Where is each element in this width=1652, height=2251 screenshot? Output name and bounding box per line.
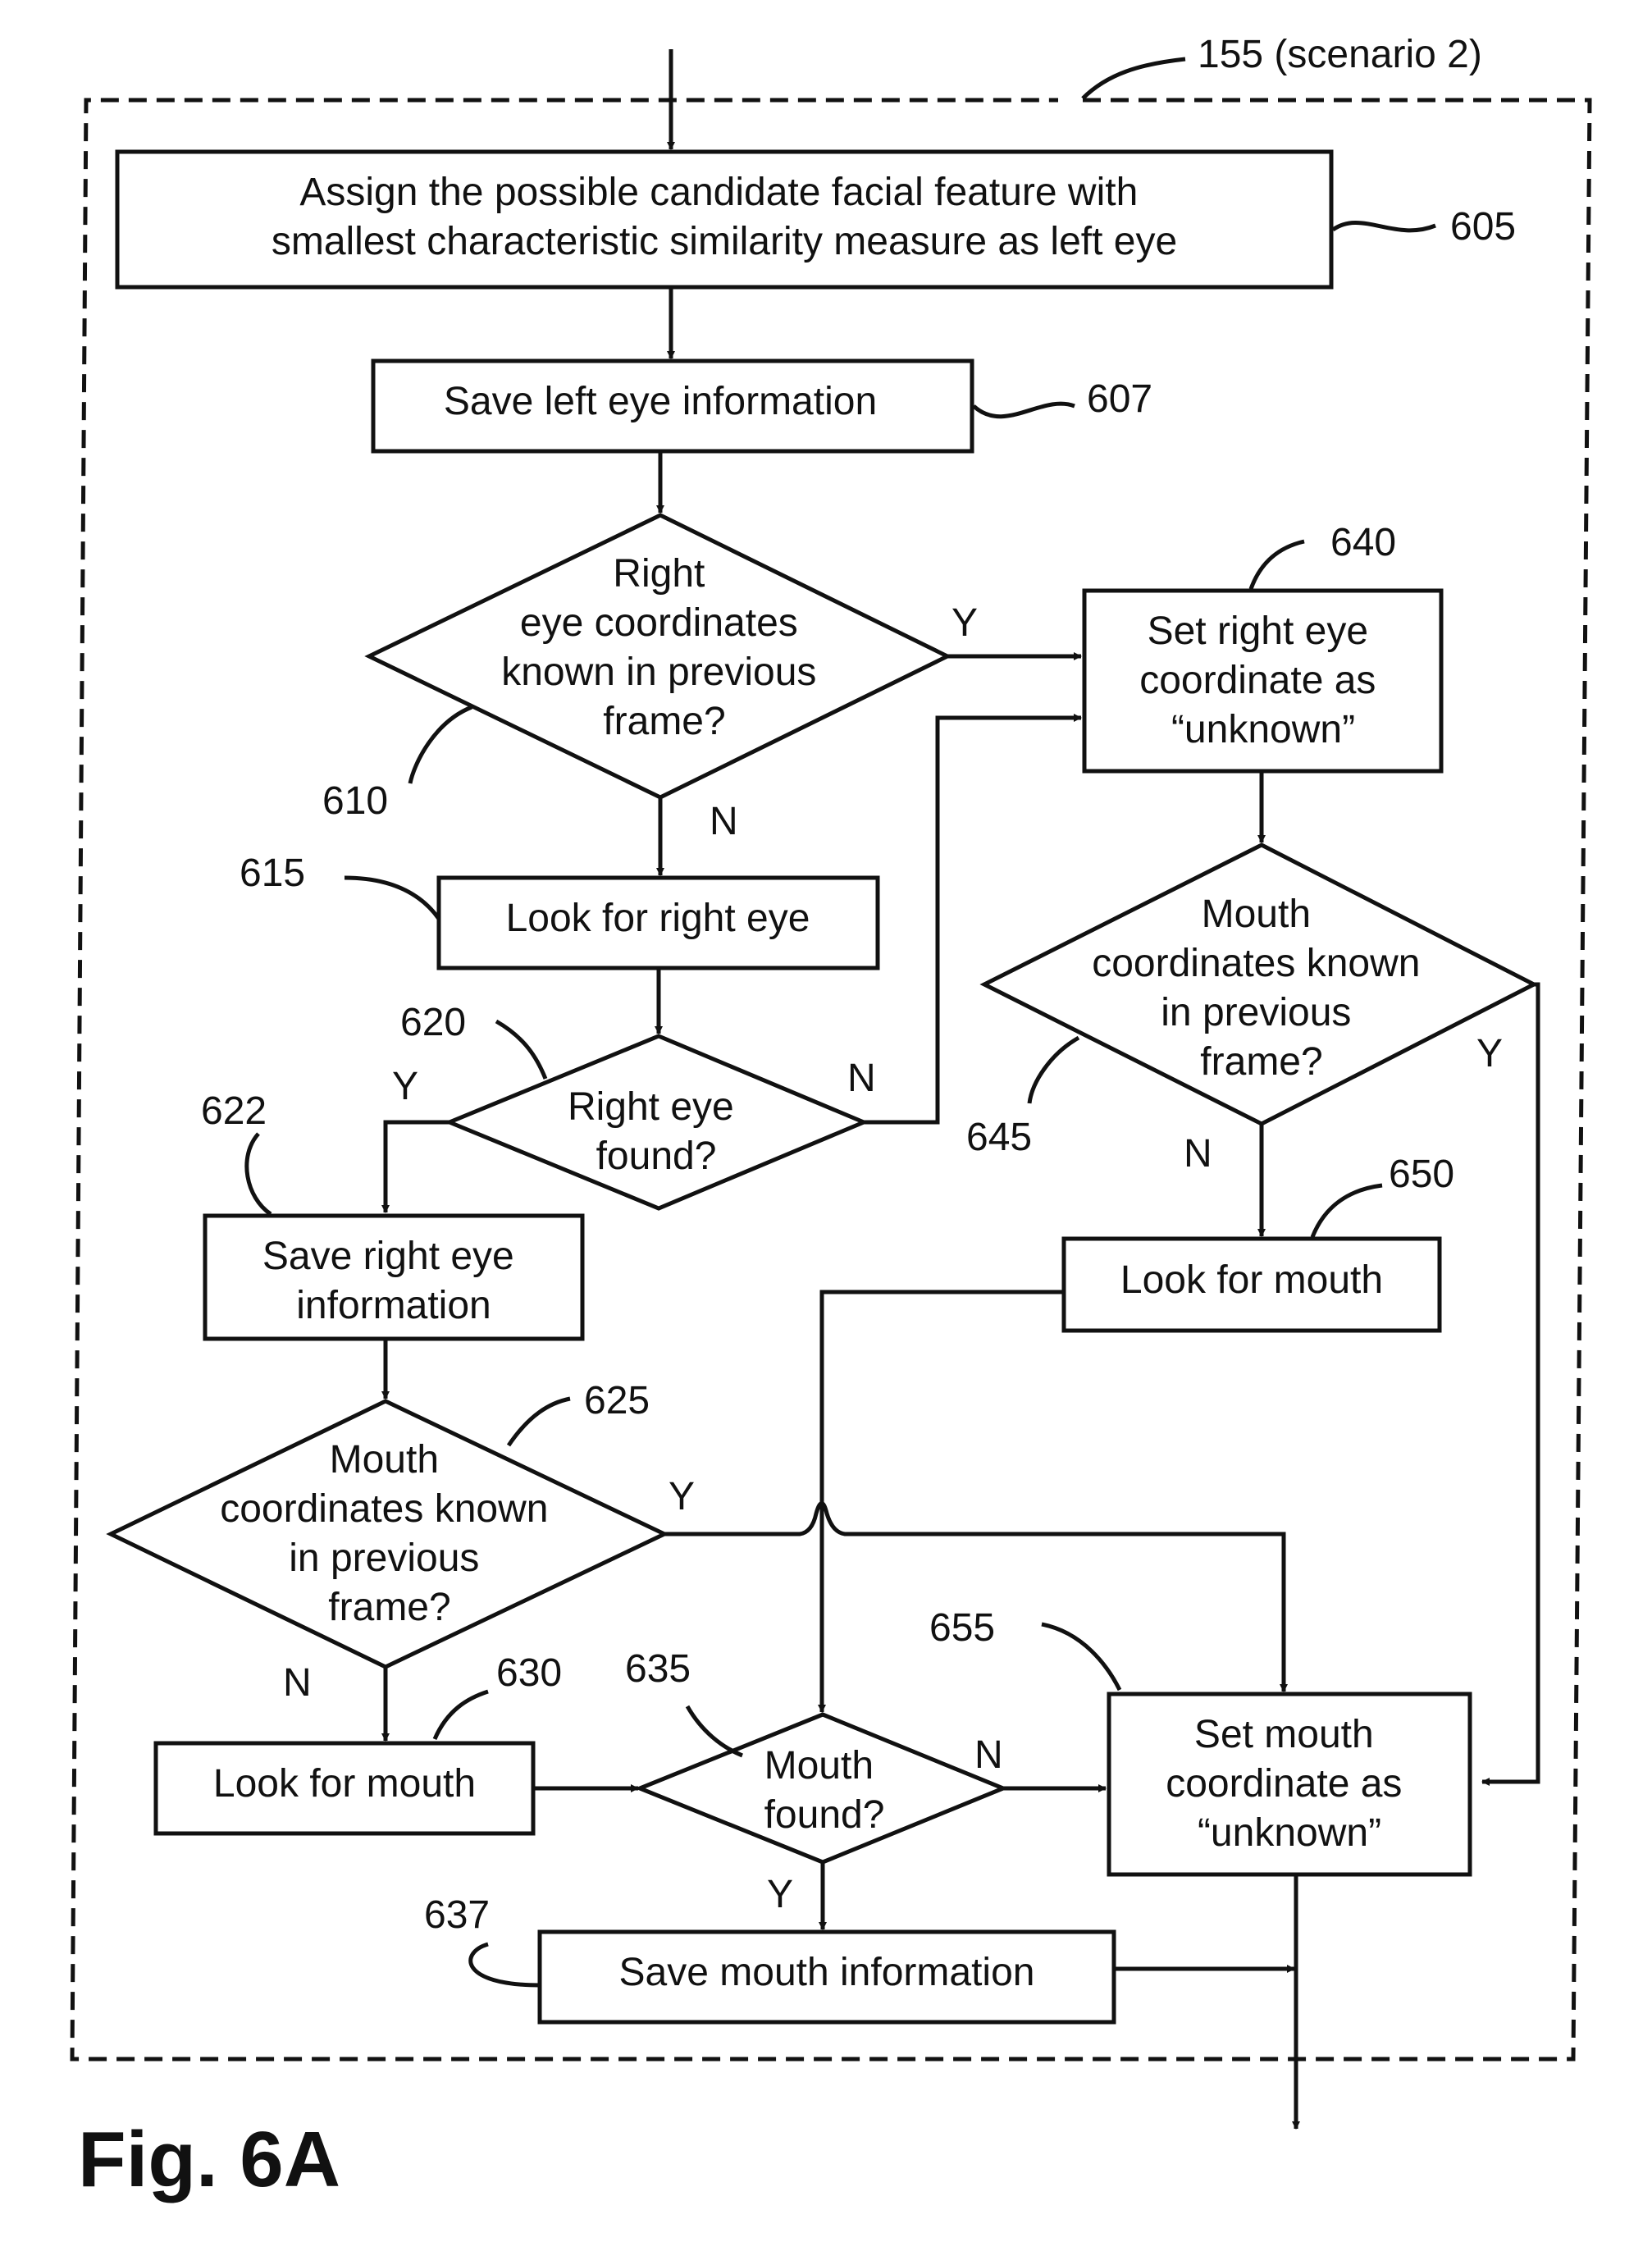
ref-655: 655 [929, 1606, 995, 1650]
label-645-no: N [1184, 1132, 1212, 1176]
ref-610: 610 [322, 779, 388, 823]
ref-637: 637 [424, 1893, 490, 1937]
ref-645-leader [1029, 1038, 1079, 1103]
label-635-yes: Y [767, 1873, 793, 1916]
label-610-no: N [710, 800, 738, 843]
ref-630: 630 [496, 1651, 562, 1695]
arrow-625-yes [664, 1504, 1284, 1692]
label-625-yes: Y [669, 1475, 695, 1518]
decision-635-diamond [640, 1715, 1003, 1862]
ref-655-leader [1042, 1624, 1120, 1690]
ref-645: 645 [966, 1116, 1032, 1159]
ref-615-leader [345, 878, 439, 919]
arrow-620-yes [386, 1122, 450, 1212]
flowchart: 155 (scenario 2) Assign the possible can… [72, 33, 1590, 2203]
ref-635: 635 [625, 1647, 691, 1691]
step-607-text: Save left eye information [444, 380, 877, 423]
ref-605-leader [1333, 222, 1435, 230]
ref-620: 620 [400, 1001, 466, 1044]
step-640-text: Set right eye coordinate as “unknown” [1139, 610, 1387, 751]
ref-625: 625 [584, 1379, 650, 1422]
step-650-text: Look for mouth [1120, 1258, 1383, 1302]
step-630-text: Look for mouth [213, 1762, 476, 1806]
ref-622-leader [247, 1134, 271, 1214]
ref-605: 605 [1450, 205, 1516, 249]
scenario-ref-label: 155 (scenario 2) [1198, 33, 1482, 76]
step-637-text: Save mouth information [619, 1951, 1035, 1994]
ref-607-leader [974, 404, 1075, 417]
step-655-text: Set mouth coordinate as “unknown” [1166, 1713, 1413, 1855]
ref-640: 640 [1330, 521, 1396, 564]
ref-610-leader [410, 707, 472, 783]
label-610-yes: Y [951, 601, 978, 645]
ref-620-leader [496, 1021, 545, 1079]
label-635-no: N [974, 1733, 1003, 1777]
ref-630-leader [435, 1692, 488, 1739]
label-625-no: N [283, 1661, 312, 1705]
label-620-yes: Y [392, 1065, 418, 1108]
ref-650-leader [1312, 1185, 1382, 1237]
ref-622: 622 [201, 1089, 267, 1133]
ref-607: 607 [1087, 377, 1152, 421]
ref-640-leader [1251, 541, 1304, 589]
ref-625-leader [509, 1399, 570, 1445]
ref-615: 615 [240, 852, 305, 895]
ref-650: 650 [1389, 1153, 1454, 1196]
label-645-yes: Y [1476, 1032, 1503, 1075]
label-620-no: N [847, 1057, 876, 1100]
scenario-leader-line [1083, 59, 1185, 98]
step-615-text: Look for right eye [506, 897, 810, 940]
arrow-645-yes [1482, 984, 1538, 1782]
figure-label: Fig. 6A [78, 2116, 340, 2203]
ref-637-leader [471, 1944, 540, 1985]
